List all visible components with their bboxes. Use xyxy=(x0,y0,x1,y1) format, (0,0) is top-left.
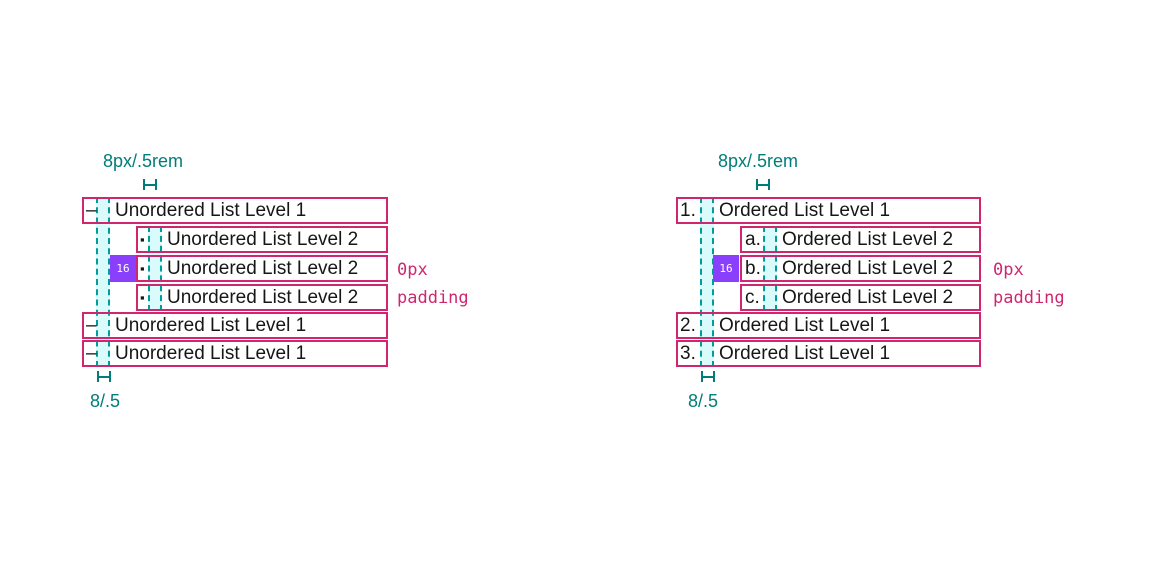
list-item-row: b. Ordered List Level 2 xyxy=(740,255,981,282)
list-item-label: Ordered List Level 2 xyxy=(782,258,954,279)
spacing-label-top: 8px/.5rem xyxy=(718,151,799,171)
width-bracket-top-icon xyxy=(143,179,157,190)
padding-annotation: 0px padding xyxy=(993,256,1065,312)
list-item-row: ▪ Unordered List Level 2 xyxy=(136,255,388,282)
list-item-label: Ordered List Level 1 xyxy=(719,315,891,336)
list-marker: – xyxy=(86,315,97,336)
width-bracket-top-icon xyxy=(756,179,770,190)
padding-annotation-line2: padding xyxy=(993,288,1065,308)
list-marker: 3. xyxy=(680,343,696,364)
list-item-row: – Unordered List Level 1 xyxy=(82,340,388,367)
list-marker: – xyxy=(86,343,97,364)
list-item-label: Unordered List Level 1 xyxy=(115,315,307,336)
list-item-label: Unordered List Level 2 xyxy=(167,229,359,250)
list-item-label: Unordered List Level 2 xyxy=(167,287,359,308)
list-marker: 2. xyxy=(680,315,696,336)
list-item-label: Ordered List Level 1 xyxy=(719,343,891,364)
list-item-row: ▪ Unordered List Level 2 xyxy=(136,226,388,253)
level1-spacing-stripe xyxy=(96,197,110,367)
list-item-label: Unordered List Level 1 xyxy=(115,343,307,364)
width-bracket-bottom-icon xyxy=(97,371,111,382)
indent-size-badge: 16 xyxy=(110,255,136,282)
spacing-label-bottom: 8/.5 xyxy=(688,391,719,411)
list-marker: a. xyxy=(745,229,761,250)
list-item-row: – Unordered List Level 1 xyxy=(82,197,388,224)
padding-annotation-line2: padding xyxy=(397,288,469,308)
list-item-row: 1. Ordered List Level 1 xyxy=(676,197,981,224)
list-item-row: c. Ordered List Level 2 xyxy=(740,284,981,311)
list-marker: b. xyxy=(745,258,761,279)
list-item-label: Ordered List Level 2 xyxy=(782,287,954,308)
list-item-row: ▪ Unordered List Level 2 xyxy=(136,284,388,311)
list-marker: 1. xyxy=(680,200,696,221)
list-item-row: 2. Ordered List Level 1 xyxy=(676,312,981,339)
list-item-row: 3. Ordered List Level 1 xyxy=(676,340,981,367)
indent-size-badge: 16 xyxy=(713,255,739,282)
list-item-label: Unordered List Level 2 xyxy=(167,258,359,279)
spacing-label-bottom: 8/.5 xyxy=(90,391,121,411)
padding-annotation-line1: 0px xyxy=(993,260,1024,280)
level2-spacing-stripe xyxy=(148,226,162,311)
list-item-label: Ordered List Level 1 xyxy=(719,200,891,221)
level2-spacing-stripe xyxy=(763,226,777,311)
list-marker: ▪ xyxy=(140,261,145,276)
padding-annotation-line1: 0px xyxy=(397,260,428,280)
list-item-label: Ordered List Level 2 xyxy=(782,229,954,250)
list-marker: c. xyxy=(745,287,760,308)
list-item-row: a. Ordered List Level 2 xyxy=(740,226,981,253)
level1-spacing-stripe xyxy=(700,197,714,367)
list-marker: ▪ xyxy=(140,232,145,247)
spacing-label-top: 8px/.5rem xyxy=(103,151,184,171)
list-marker: – xyxy=(86,200,97,221)
list-item-label: Unordered List Level 1 xyxy=(115,200,307,221)
list-marker: ▪ xyxy=(140,290,145,305)
width-bracket-bottom-icon xyxy=(701,371,715,382)
padding-annotation: 0px padding xyxy=(397,256,469,312)
list-item-row: – Unordered List Level 1 xyxy=(82,312,388,339)
